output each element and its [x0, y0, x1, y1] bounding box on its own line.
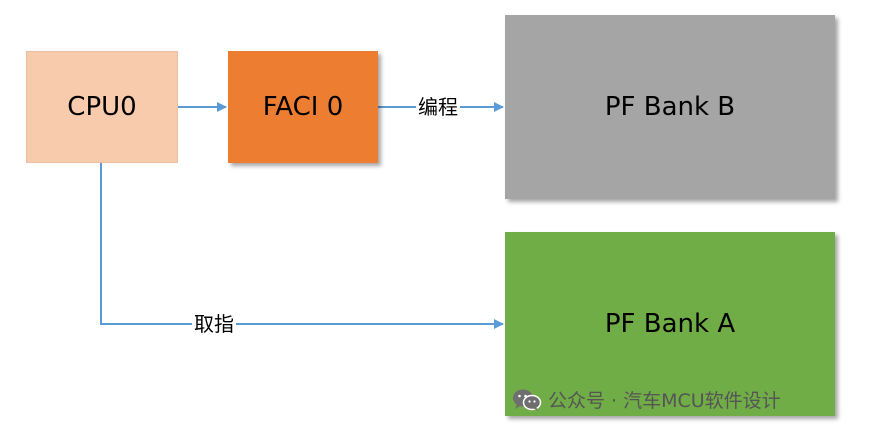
watermark-text: 公众号 · 汽车MCU软件设计 [548, 390, 781, 412]
watermark: 公众号 · 汽车MCU软件设计 [512, 386, 781, 413]
node-faci0: FACI 0 [228, 51, 378, 163]
edge-cpu0-to-banka [100, 163, 504, 329]
edge-label-program: 编程 [416, 95, 460, 119]
wechat-icon [513, 389, 542, 411]
node-pf-bank-b-label: PF Bank B [604, 92, 736, 122]
node-pf-bank-a-label: PF Bank A [604, 309, 736, 339]
node-faci0-label: FACI 0 [262, 92, 344, 122]
node-cpu0-label: CPU0 [67, 92, 137, 122]
node-cpu0: CPU0 [26, 51, 178, 163]
node-pf-bank-a: PF Bank A [505, 232, 835, 416]
node-pf-bank-b: PF Bank B [505, 15, 835, 199]
edge-label-fetch: 取指 [192, 312, 236, 336]
